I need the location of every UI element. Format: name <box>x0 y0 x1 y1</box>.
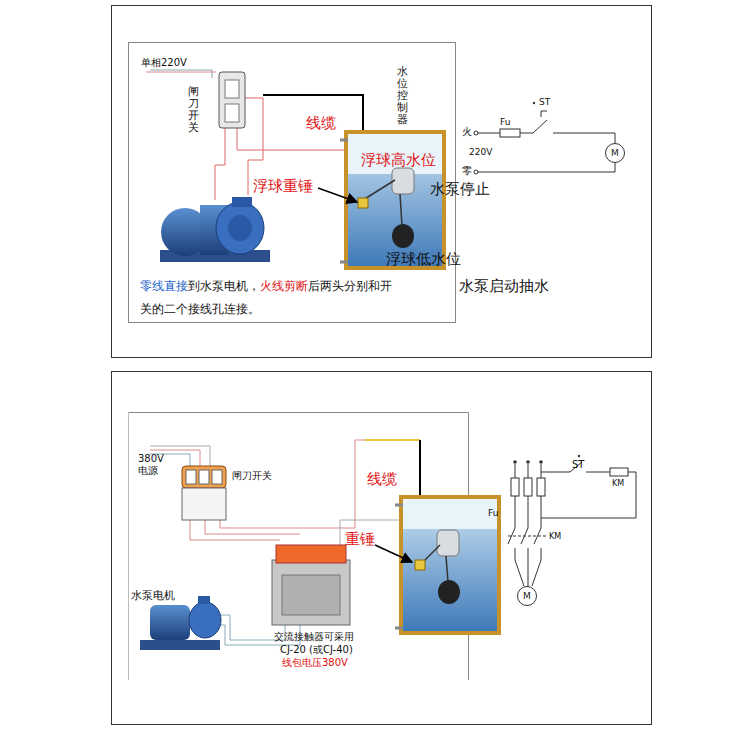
label: 水泵电机 <box>131 590 175 603</box>
label: KM <box>612 479 624 488</box>
label: 380V <box>138 453 164 465</box>
label: 到水泵电机， <box>188 278 260 295</box>
label: 闸刀开关 <box>188 86 199 134</box>
label: Fu <box>500 117 510 127</box>
motor-letter: M <box>523 591 531 601</box>
label: 线包电压380V <box>282 657 348 669</box>
motor-circle: M <box>517 586 537 606</box>
label: 浮球重锤 <box>253 178 313 195</box>
label: 浮球低水位 <box>386 251 461 268</box>
label: 关的二个接线孔连接。 <box>140 303 260 317</box>
label: KM <box>549 532 561 541</box>
label: 线缆 <box>367 471 397 488</box>
label: ST <box>572 459 584 471</box>
motor-letter: M <box>611 148 619 158</box>
label: 浮球高水位 <box>361 152 436 169</box>
label: 水泵启动抽水 <box>459 278 549 295</box>
label: 零线直接 <box>140 278 188 295</box>
label: CJ-20 (或CJ-40) <box>280 644 353 656</box>
label: 火 <box>462 126 472 138</box>
label: 线缆 <box>306 115 336 132</box>
label: 交流接触器可采用 <box>274 631 354 643</box>
label: 单相220V <box>141 57 187 69</box>
label: Fu <box>488 508 498 518</box>
note-line: 零线直接到水泵电机，火线剪断后两头分别和开 <box>140 278 392 295</box>
label: ST <box>539 97 550 107</box>
label: 零 <box>462 165 472 177</box>
label: 水位控制器 <box>397 66 408 126</box>
label: 火线剪断 <box>260 278 308 295</box>
label: 后两头分别和开 <box>308 278 392 295</box>
label: 220V <box>469 147 492 157</box>
label: 电源 <box>138 465 158 477</box>
label: 重锤 <box>345 531 375 548</box>
label: 闸刀开关 <box>232 470 272 482</box>
label: 水泵停止 <box>430 181 490 198</box>
motor-circle: M <box>605 143 625 163</box>
